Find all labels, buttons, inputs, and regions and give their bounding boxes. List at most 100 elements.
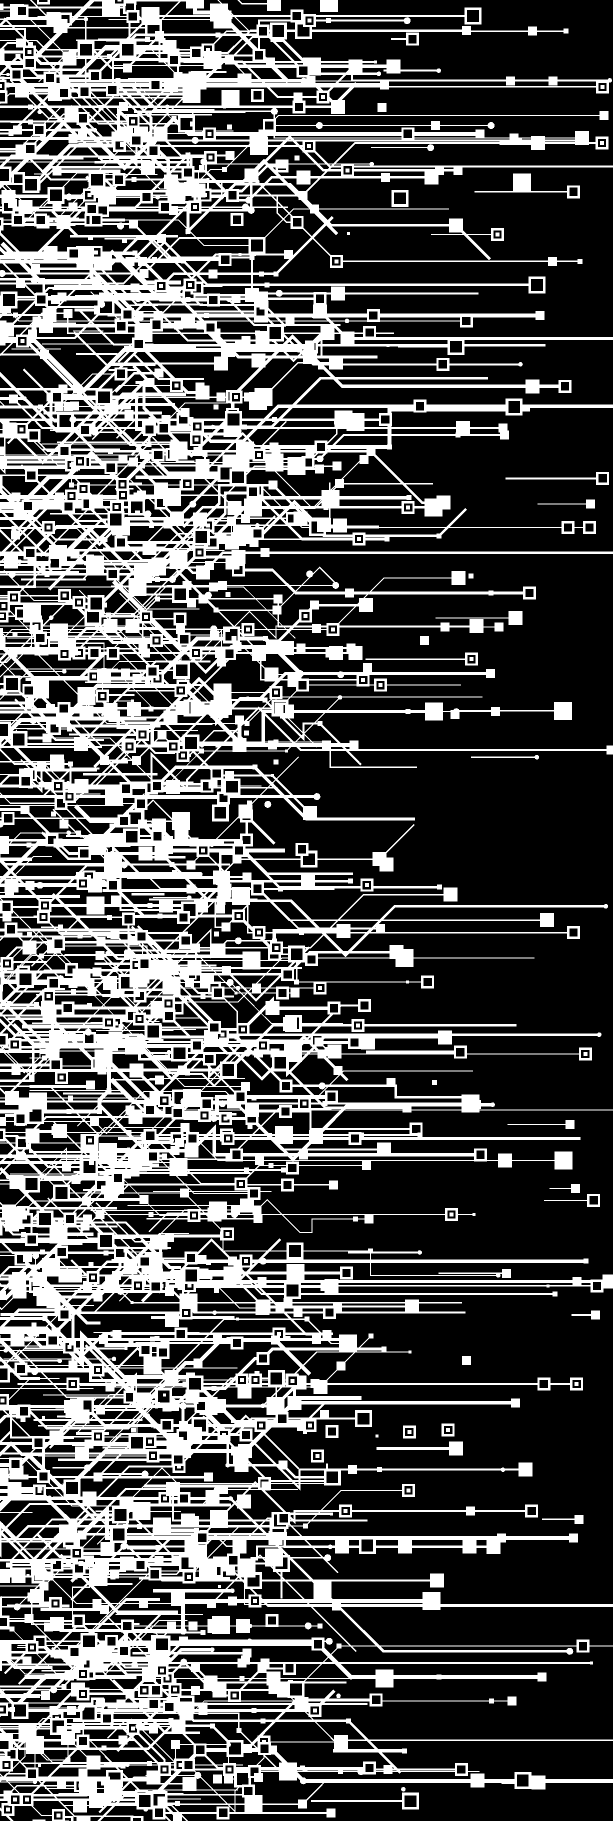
pad-hollow-square-large — [0, 475, 3, 493]
pad-hollow-square-pad — [250, 88, 264, 102]
pad-filled-square-medium — [232, 854, 242, 864]
pad-hollow-square-large — [95, 388, 113, 406]
pad-filled-square-small — [15, 54, 21, 59]
pad-filled-square-medium — [249, 135, 259, 145]
circuit-trace — [95, 1202, 158, 1243]
pad-filled-square-large — [128, 1152, 143, 1167]
pad-filled-square-medium — [118, 1735, 128, 1745]
pad-filled-square-medium — [10, 530, 20, 540]
pad-filled-square-medium — [25, 698, 35, 708]
pad-filled-square-medium — [501, 1268, 511, 1278]
pad-filled-square-large — [152, 818, 167, 833]
pad-filled-square-large — [233, 1450, 248, 1465]
circuit-trace — [47, 1197, 136, 1240]
pad-filled-square-large — [138, 846, 153, 861]
pad-filled-square-medium — [252, 983, 262, 993]
circuit-trace — [82, 392, 186, 435]
pad-filled-square-large — [331, 286, 346, 301]
pad-filled-square-xlarge — [31, 680, 50, 699]
pad-filled-square-medium — [275, 1303, 285, 1313]
pad-filled-square-small — [94, 1563, 100, 1569]
pad-filled-square-medium — [306, 76, 316, 86]
pad-round-junction-dot-small — [210, 424, 216, 430]
pad-center-dot — [13, 1797, 18, 1802]
pad-filled-square-small — [172, 869, 178, 875]
pad-filled-square-small — [144, 36, 150, 42]
pad-hollow-square-pad — [140, 190, 154, 204]
pad-round-junction-dot — [168, 575, 176, 583]
pad-filled-square-medium — [261, 1481, 271, 1491]
pad-filled-square-medium — [297, 1799, 307, 1809]
pad-hollow-square-pad — [285, 1161, 299, 1175]
circuit-trace — [0, 1488, 574, 1540]
pad-round-junction-dot — [135, 1723, 143, 1730]
pad-hollow-square-pad — [202, 1052, 216, 1066]
circuit-trace — [0, 1698, 377, 1751]
pad-filled-square-large — [165, 1312, 180, 1327]
pad-round-junction-dot — [296, 670, 304, 678]
pad-hollow-square-pad — [88, 646, 102, 660]
pad-filled-square-medium — [92, 967, 102, 977]
circuit-trace — [23, 475, 114, 503]
pad-hollow-square-pad — [401, 127, 415, 141]
pad-filled-square-large — [188, 1427, 203, 1442]
pad-filled-square-medium — [233, 1261, 243, 1271]
pad-filled-square-large — [238, 804, 253, 819]
pad-center-dot — [142, 1688, 147, 1693]
pad-filled-square-medium — [125, 1105, 135, 1115]
pad-round-junction-dot-small — [125, 1762, 130, 1767]
pad-hollow-square-pad — [596, 471, 610, 485]
pad-round-junction-dot — [134, 295, 142, 303]
pad-filled-square-xlarge — [77, 687, 96, 706]
pad-filled-square-medium — [420, 635, 429, 645]
pad-filled-square-small — [271, 417, 277, 423]
pad-round-junction-dot-small — [247, 1623, 253, 1629]
pad-filled-square-small — [135, 992, 141, 998]
pad-filled-square-medium — [32, 316, 42, 326]
pad-filled-square-small — [128, 1339, 134, 1345]
pad-filled-square-medium — [274, 704, 284, 714]
pad-filled-square-small — [50, 1652, 56, 1658]
pad-round-junction-dot-small — [48, 615, 54, 620]
pad-filled-square-large — [76, 1815, 91, 1821]
pad-filled-square-small — [0, 1523, 3, 1529]
pad-filled-square-large — [129, 1063, 144, 1078]
pad-center-dot — [107, 1020, 112, 1025]
pad-tiny-via — [330, 1512, 334, 1516]
pad-filled-square-small — [294, 155, 300, 161]
pad-filled-square-medium — [548, 256, 557, 266]
pad-filled-square-large — [166, 1437, 181, 1452]
pad-filled-square-medium — [140, 449, 150, 459]
pad-filled-square-medium — [20, 805, 30, 814]
pad-filled-square-medium — [110, 895, 120, 905]
pad-hollow-square-pad — [129, 133, 143, 147]
pad-tiny-via — [285, 749, 289, 753]
pad-filled-square-xlarge — [76, 245, 94, 264]
pad-round-junction-dot — [131, 1661, 139, 1669]
pad-filled-square-medium — [71, 1723, 81, 1733]
pad-round-junction-dot-small — [136, 587, 142, 592]
pad-hollow-square-large — [288, 945, 306, 963]
pad-hollow-square-large — [287, 1680, 305, 1698]
pad-filled-square-medium — [599, 110, 609, 120]
pad-hollow-square-pad — [252, 48, 266, 62]
pad-hollow-square-large — [226, 1740, 244, 1758]
pad-filled-square-large — [56, 214, 71, 229]
pad-hollow-square-pad — [13, 1112, 27, 1126]
pad-filled-square-small — [157, 913, 163, 919]
pad-filled-square-medium — [67, 1705, 77, 1715]
pad-tiny-via — [373, 60, 377, 64]
pad-hollow-square-pad — [281, 967, 295, 981]
pad-round-junction-dot-small — [17, 559, 22, 564]
pad-center-dot — [274, 945, 279, 950]
pad-filled-square-medium — [112, 1271, 122, 1280]
pad-filled-square-xlarge — [425, 702, 444, 721]
pad-filled-square-medium — [586, 499, 595, 509]
pad-round-junction-dot — [179, 1627, 187, 1635]
pad-filled-square-large — [227, 501, 242, 516]
pad-filled-square-xlarge — [424, 498, 443, 517]
pad-hollow-square-large — [112, 1506, 130, 1524]
pad-hollow-square-pad — [130, 1815, 144, 1821]
pad-center-dot — [100, 694, 105, 699]
pad-hollow-square-pad — [0, 1738, 11, 1752]
